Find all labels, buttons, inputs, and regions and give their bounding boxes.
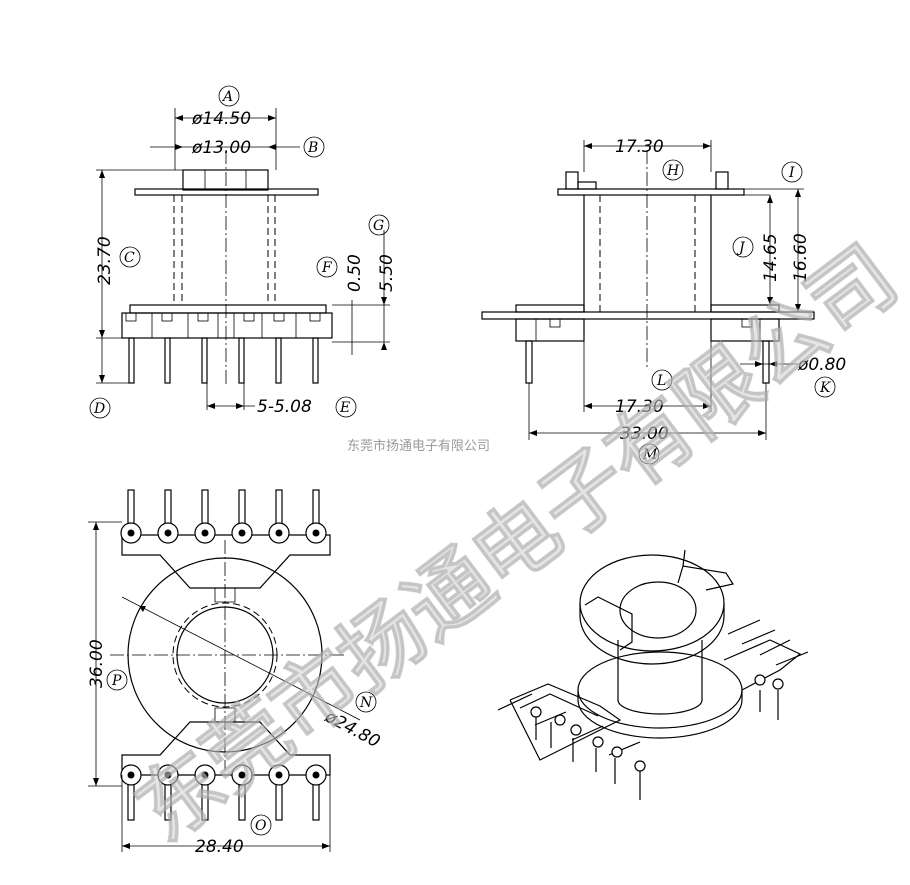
dim-side-top-width: 17.30 [615, 137, 664, 157]
bottom-view: 36.00 P ø24.80 N 28.40 O [87, 489, 383, 857]
callout-c: C [124, 250, 135, 266]
large-watermark: 东莞市扬通电子有限公司 [118, 227, 910, 861]
callout-k: K [819, 380, 832, 396]
dim-side-pin-span: 33.00 [620, 424, 669, 444]
front-view: ø14.50 A ø13.00 B 23.70 C D 0.50 5.50 F [89, 85, 397, 419]
callout-d: D [93, 401, 105, 417]
callout-p: P [111, 673, 122, 689]
dim-front-height: 23.70 [95, 236, 115, 285]
side-view: 17.30 H I 14.65 16.60 J ø0.80 K 17.30 [481, 137, 846, 465]
dim-side-inner-height: 14.65 [761, 233, 781, 282]
dim-bottom-height: 36.00 [87, 639, 107, 688]
callout-b: B [307, 140, 318, 156]
dim-side-height: 16.60 [791, 233, 811, 282]
callout-m: M [642, 447, 658, 463]
callout-o: O [255, 818, 267, 834]
dim-side-pin: ø0.80 [797, 355, 846, 375]
bottom-pin-row [120, 764, 327, 821]
dim-front-base: 5.50 [377, 254, 397, 292]
callout-n: N [359, 695, 373, 711]
callout-f: F [321, 260, 333, 276]
callout-l: L [656, 373, 666, 389]
dim-front-step: 0.50 [345, 254, 365, 292]
callout-h: H [666, 163, 680, 179]
callout-g: G [373, 218, 384, 234]
dim-bottom-width: 28.40 [195, 837, 244, 857]
top-pin-row [120, 489, 327, 544]
dim-front-pitch: 5-5.08 [257, 397, 312, 417]
iso-front-pins [497, 693, 646, 800]
isometric-view [497, 549, 809, 800]
small-watermark: 东莞市扬通电子有限公司 [347, 438, 490, 454]
dim-front-top-inner: ø13.00 [191, 138, 251, 158]
callout-a: A [221, 89, 233, 105]
callout-j: J [736, 240, 746, 256]
dim-side-bottom-width: 17.30 [615, 397, 664, 417]
iso-right-pins [727, 619, 809, 720]
dim-front-top-outer: ø14.50 [191, 109, 251, 129]
callout-i: I [788, 165, 795, 181]
callout-e: E [339, 400, 350, 416]
